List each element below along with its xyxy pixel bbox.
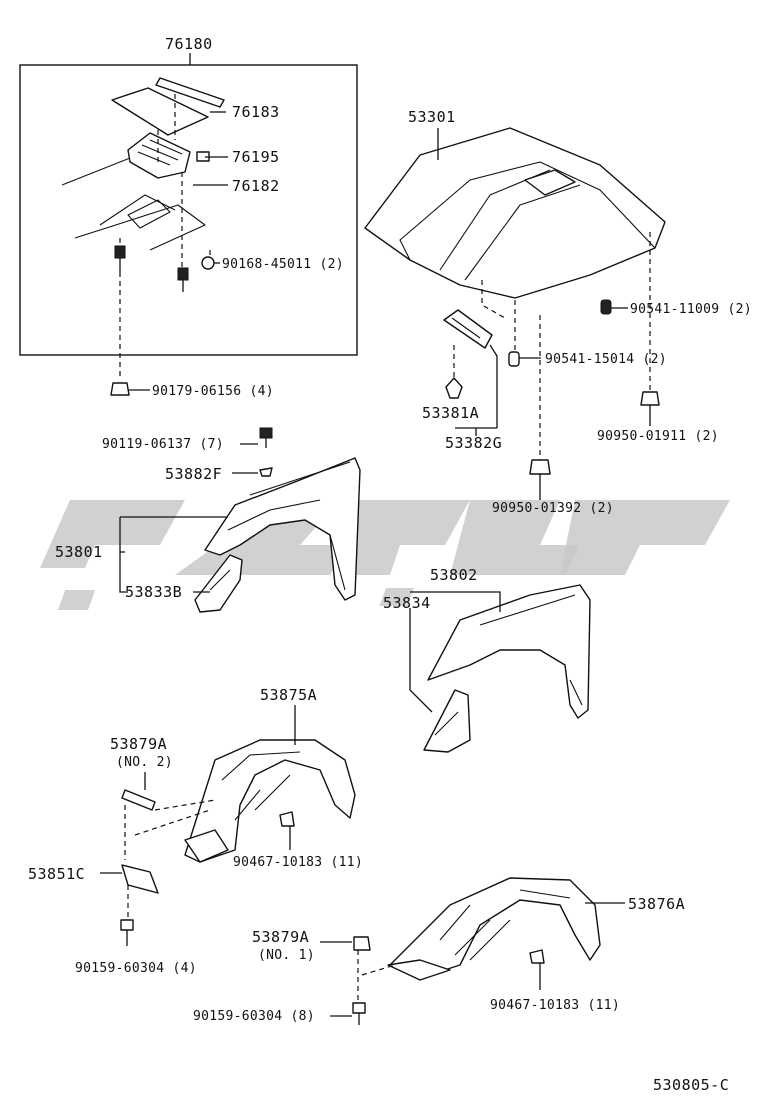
label-90159-60304-b: 90159-60304 (8) (193, 1009, 315, 1024)
label-53879A-no2: 53879A (110, 735, 167, 753)
label-53879A-no1: 53879A (252, 928, 309, 946)
label-90950-01911: 90950-01911 (2) (597, 429, 719, 444)
label-90541-11009: 90541-11009 (2) (630, 302, 752, 317)
hood-53301 (364, 127, 666, 299)
fender-53802 (427, 584, 591, 719)
liner-53875A (184, 739, 356, 863)
bumper-icon (508, 299, 660, 475)
diagram-code: 530805-C (653, 1076, 729, 1094)
bracket-53879A-no2 (121, 789, 156, 811)
liner-53876A (387, 877, 601, 981)
label-90179-06156: 90179-06156 (4) (152, 384, 274, 399)
label-90168-45011: 90168-45011 (2) (222, 257, 344, 272)
clip-icon (259, 467, 273, 477)
label-53879A-no1-note: (NO. 1) (258, 948, 315, 963)
label-53851C: 53851C (28, 865, 85, 883)
nut-icon (201, 256, 215, 270)
nut-icon (110, 382, 130, 396)
label-53382G: 53382G (445, 434, 502, 452)
bolt-icon (352, 1002, 366, 1025)
label-53802: 53802 (430, 566, 478, 584)
clip-icon (445, 377, 463, 399)
label-53876A: 53876A (628, 895, 685, 913)
screw-icon (279, 811, 295, 827)
label-90159-60304-a: 90159-60304 (4) (75, 961, 197, 976)
label-53801: 53801 (55, 543, 103, 561)
clip-53879A-no1 (353, 936, 371, 951)
watermark-logo (40, 500, 730, 610)
label-53879A-no2-note: (NO. 2) (116, 755, 173, 770)
label-53833B: 53833B (125, 583, 182, 601)
bolt-icon (114, 245, 189, 292)
label-90541-15014: 90541-15014 (2) (545, 352, 667, 367)
label-76182: 76182 (232, 177, 280, 195)
bracket-53851C (121, 864, 159, 894)
label-76195: 76195 (232, 148, 280, 166)
label-53882F: 53882F (165, 465, 222, 483)
label-53834: 53834 (383, 594, 431, 612)
bolt-icon (120, 919, 134, 946)
fender-bracket-53834 (423, 689, 471, 753)
fender-bracket-53833B (194, 554, 243, 613)
label-53381A: 53381A (422, 404, 479, 422)
label-90467-10183-b: 90467-10183 (11) (490, 998, 620, 1013)
screw-icon (529, 949, 545, 964)
label-90119-06137: 90119-06137 (7) (102, 437, 224, 452)
hood-stay (443, 309, 493, 349)
label-53875A: 53875A (260, 686, 317, 704)
label-76183: 76183 (232, 103, 280, 121)
label-53301: 53301 (408, 108, 456, 126)
inset-box-76180 (19, 53, 358, 380)
label-76180: 76180 (165, 35, 213, 53)
label-90467-10183-a: 90467-10183 (11) (233, 855, 363, 870)
fender-53801 (204, 457, 361, 601)
bolt-icon (259, 427, 273, 448)
label-90950-01392: 90950-01392 (2) (492, 501, 614, 516)
